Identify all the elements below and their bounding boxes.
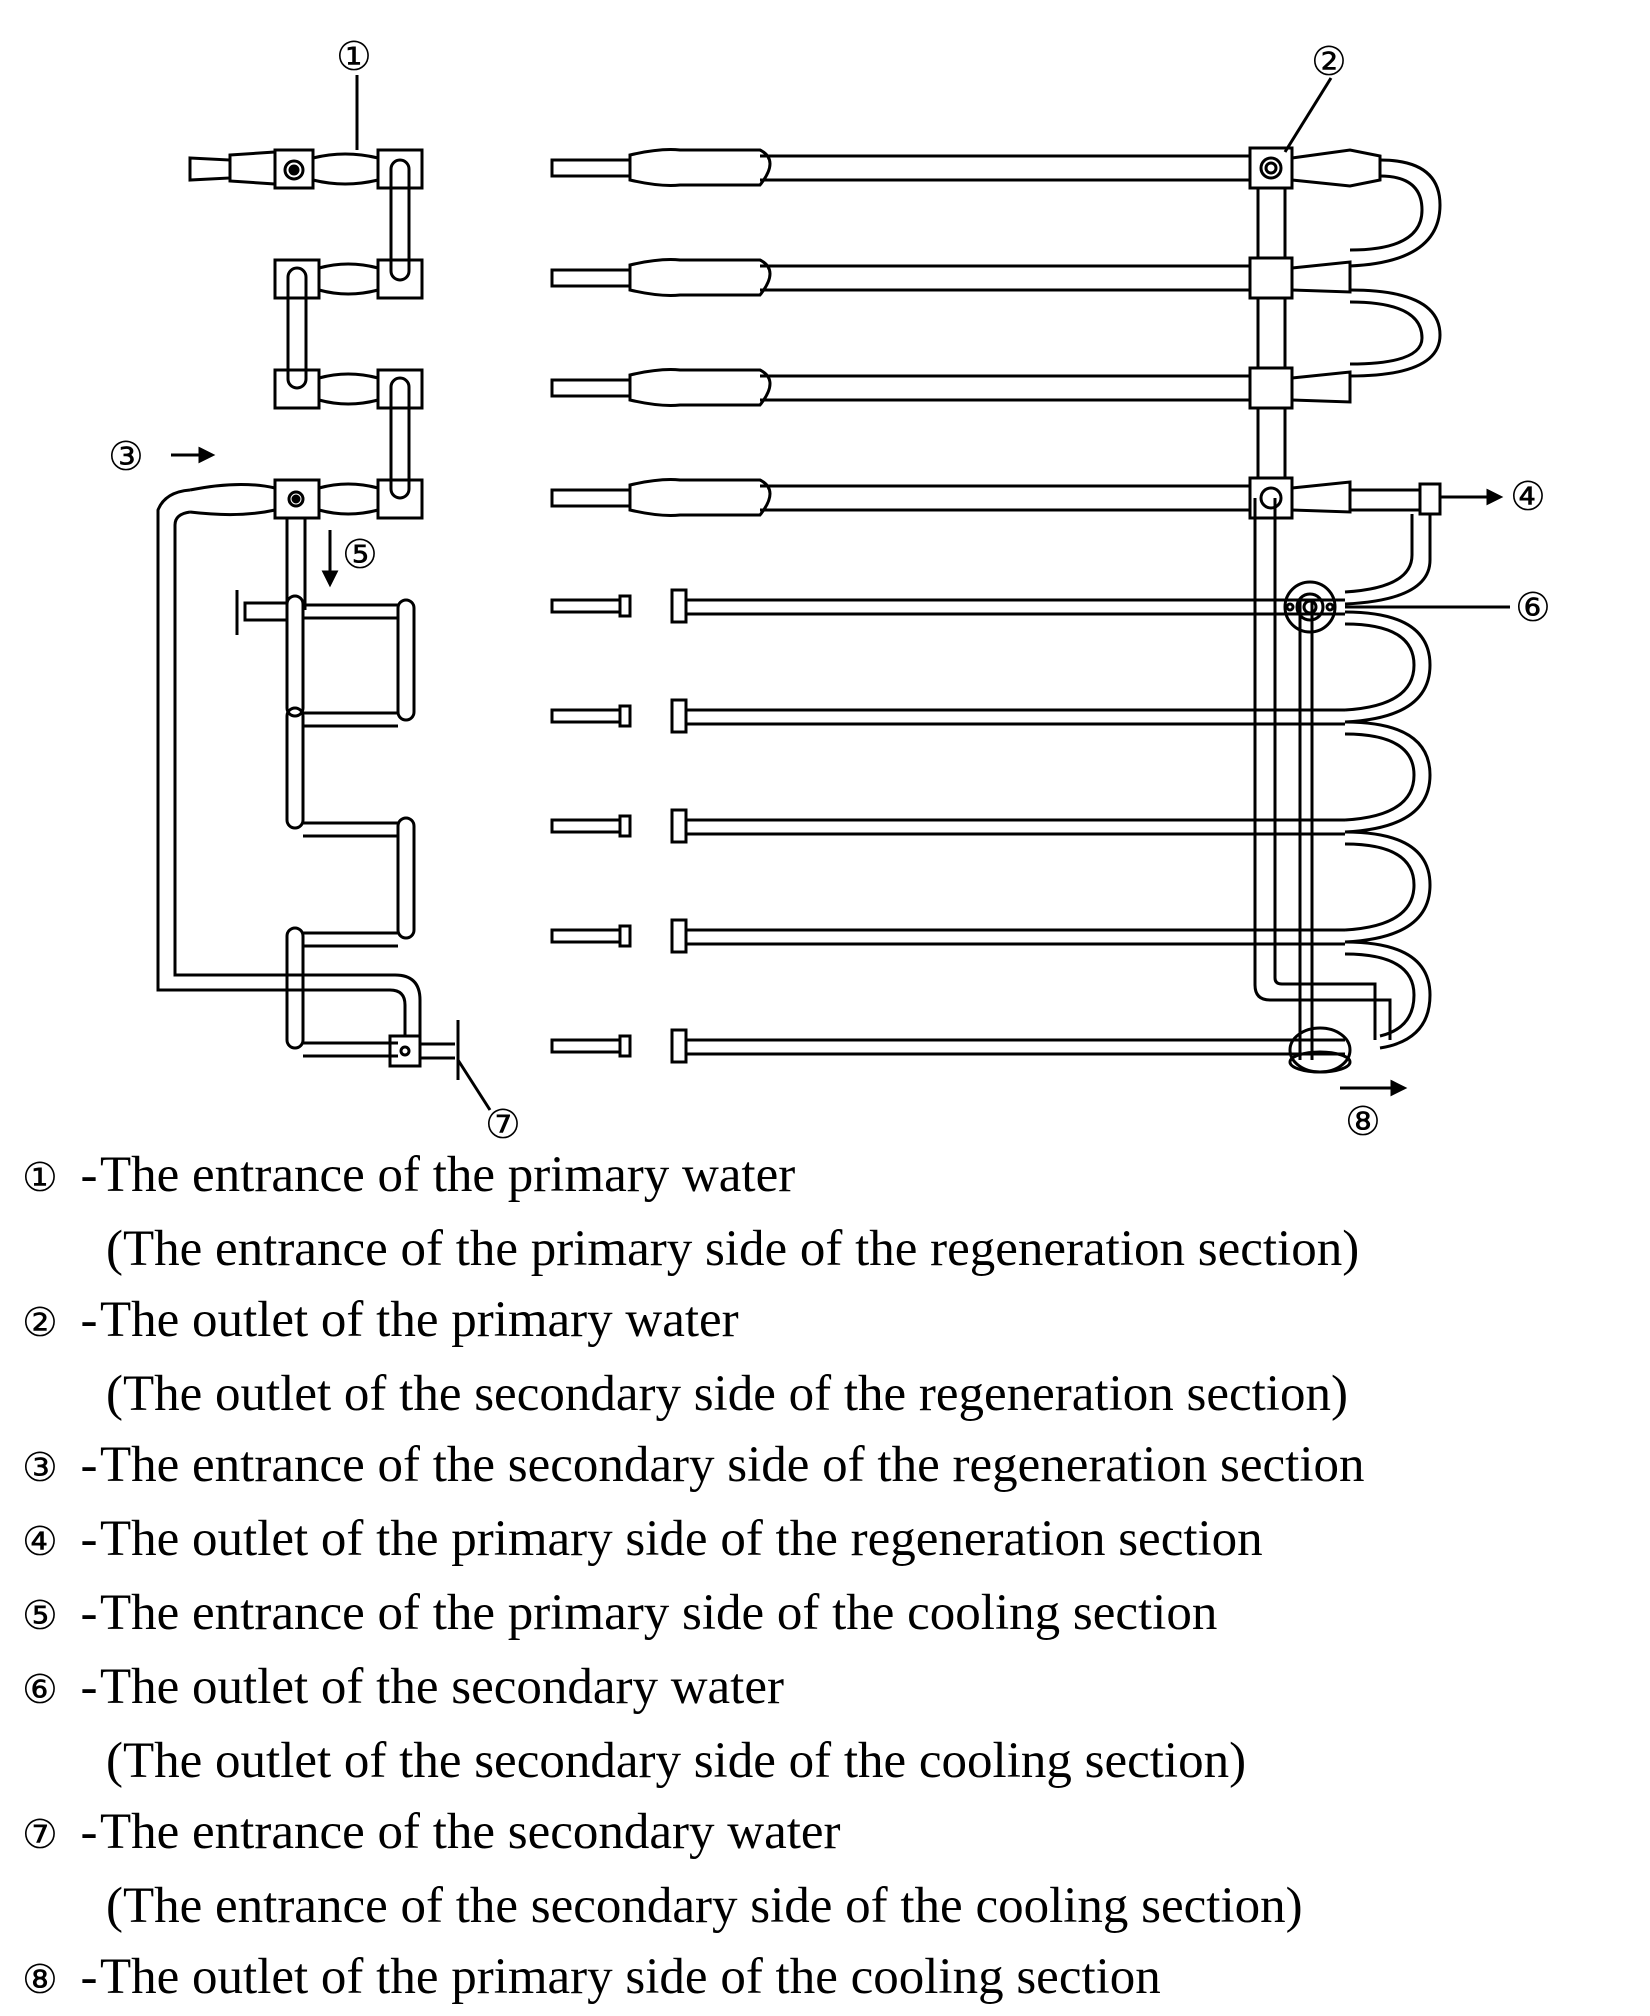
legend-text: The entrance of the primary side of the … bbox=[100, 1585, 1218, 1641]
callout-7: ⑦ bbox=[485, 1102, 521, 1140]
right-cooling-tubes bbox=[550, 498, 1432, 1074]
legend-text: The outlet of the primary water bbox=[100, 1292, 739, 1348]
callout-6: ⑥ bbox=[1515, 585, 1551, 631]
legend: ①-The entrance of the primary water (The… bbox=[22, 1140, 1642, 2016]
legend-dash: - bbox=[80, 1511, 98, 1567]
legend-number: ⑦ bbox=[22, 1812, 58, 1858]
legend-subtext: (The entrance of the secondary side of t… bbox=[106, 1878, 1303, 1934]
legend-subtext: (The outlet of the secondary side of the… bbox=[106, 1366, 1348, 1422]
legend-text: The outlet of the secondary water bbox=[100, 1659, 784, 1715]
callout-2: ② bbox=[1311, 39, 1347, 85]
legend-dash: - bbox=[80, 1949, 98, 2005]
callout-arrows bbox=[171, 75, 1510, 1111]
legend-number: ① bbox=[22, 1155, 58, 1201]
legend-number: ⑤ bbox=[22, 1593, 58, 1639]
legend-text: The entrance of the primary water bbox=[100, 1147, 796, 1203]
legend-text: The outlet of the primary side of the re… bbox=[100, 1511, 1263, 1567]
legend-text: The entrance of the secondary side of th… bbox=[100, 1437, 1365, 1493]
legend-number: ② bbox=[22, 1300, 58, 1346]
legend-item-3: ③-The entrance of the secondary side of … bbox=[22, 1430, 1642, 1504]
legend-item-1: ①-The entrance of the primary water (The… bbox=[22, 1140, 1642, 1285]
legend-item-5: ⑤-The entrance of the primary side of th… bbox=[22, 1578, 1642, 1652]
legend-dash: - bbox=[80, 1437, 98, 1493]
legend-dash: - bbox=[80, 1585, 98, 1641]
legend-number: ⑥ bbox=[22, 1667, 58, 1713]
legend-dash: - bbox=[80, 1659, 98, 1715]
right-regeneration-tubes bbox=[550, 146, 1442, 520]
callout-5: ⑤ bbox=[342, 532, 378, 578]
legend-number: ④ bbox=[22, 1519, 58, 1565]
callout-1: ① bbox=[336, 34, 372, 80]
legend-item-4: ④-The outlet of the primary side of the … bbox=[22, 1504, 1642, 1578]
legend-dash: - bbox=[80, 1292, 98, 1348]
legend-item-2: ②-The outlet of the primary water (The o… bbox=[22, 1285, 1642, 1430]
callout-3: ③ bbox=[108, 434, 144, 480]
legend-dash: - bbox=[80, 1804, 98, 1860]
legend-number: ③ bbox=[22, 1445, 58, 1491]
legend-number: ⑧ bbox=[22, 1957, 58, 2003]
callout-8: ⑧ bbox=[1345, 1099, 1381, 1140]
legend-subtext: (The outlet of the secondary side of the… bbox=[106, 1733, 1247, 1789]
legend-subtext: (The entrance of the primary side of the… bbox=[106, 1221, 1360, 1277]
legend-item-7: ⑦-The entrance of the secondary water (T… bbox=[22, 1797, 1642, 1942]
legend-text: The entrance of the secondary water bbox=[100, 1804, 841, 1860]
callout-4: ④ bbox=[1510, 474, 1546, 520]
heat-exchanger-diagram: ① ② ③ ④ ⑤ ⑥ ⑦ ⑧ bbox=[108, 34, 1551, 1140]
legend-item-6: ⑥-The outlet of the secondary water (The… bbox=[22, 1652, 1642, 1797]
legend-dash: - bbox=[80, 1147, 98, 1203]
left-cooling-coil bbox=[156, 488, 460, 1080]
legend-text: The outlet of the primary side of the co… bbox=[100, 1949, 1161, 2005]
left-regeneration-coil bbox=[188, 148, 424, 610]
legend-item-8: ⑧-The outlet of the primary side of the … bbox=[22, 1942, 1642, 2016]
